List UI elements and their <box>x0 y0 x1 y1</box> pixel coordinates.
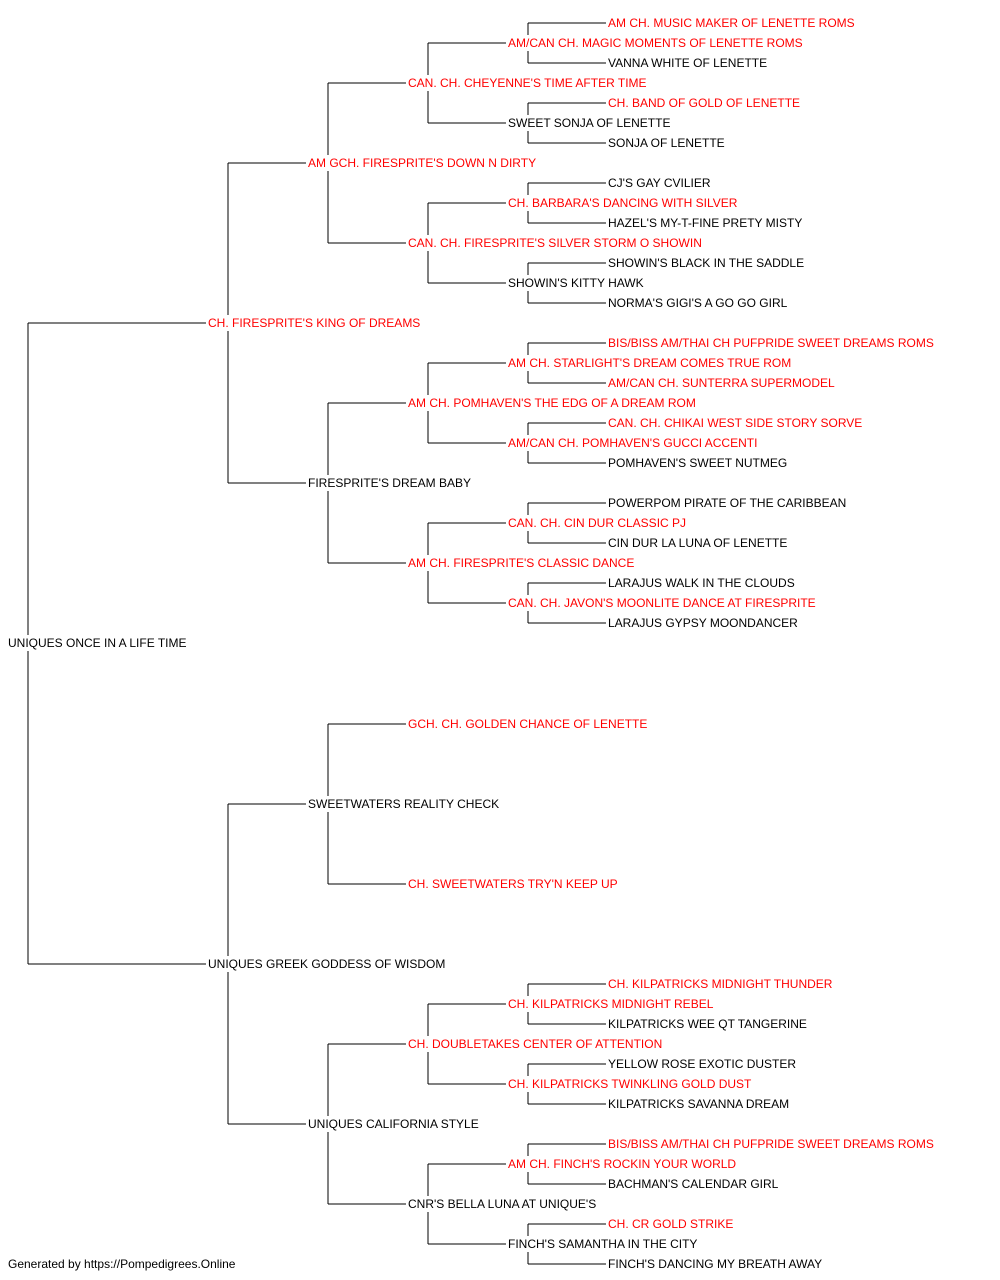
footer-credit: Generated by https://Pompedigrees.Online <box>8 1257 236 1271</box>
ancestor-name: BIS/BISS AM/THAI CH PUFPRIDE SWEET DREAM… <box>608 1137 934 1151</box>
ancestor-name: AM/CAN CH. POMHAVEN'S GUCCI ACCENTI <box>508 436 757 450</box>
ancestor-name: BACHMAN'S CALENDAR GIRL <box>608 1177 779 1191</box>
ancestor-name: CH. DOUBLETAKES CENTER OF ATTENTION <box>408 1037 662 1051</box>
ancestor-name: CAN. CH. JAVON'S MOONLITE DANCE AT FIRES… <box>508 596 816 610</box>
ancestor-name: YELLOW ROSE EXOTIC DUSTER <box>608 1057 796 1071</box>
ancestor-name: AM GCH. FIRESPRITE'S DOWN N DIRTY <box>308 156 536 170</box>
ancestor-name: CAN. CH. CHEYENNE'S TIME AFTER TIME <box>408 76 647 90</box>
ancestor-name: CH. KILPATRICKS MIDNIGHT THUNDER <box>608 977 833 991</box>
ancestor-name: FINCH'S SAMANTHA IN THE CITY <box>508 1237 697 1251</box>
ancestor-name: CH. KILPATRICKS MIDNIGHT REBEL <box>508 997 714 1011</box>
ancestor-name: SWEETWATERS REALITY CHECK <box>308 797 499 811</box>
ancestor-name: CH. SWEETWATERS TRY'N KEEP UP <box>408 877 618 891</box>
ancestor-name: LARAJUS WALK IN THE CLOUDS <box>608 576 795 590</box>
ancestor-name: AM CH. FINCH'S ROCKIN YOUR WORLD <box>508 1157 736 1171</box>
ancestor-name: AM CH. MUSIC MAKER OF LENETTE ROMS <box>608 16 855 30</box>
ancestor-name: BIS/BISS AM/THAI CH PUFPRIDE SWEET DREAM… <box>608 336 934 350</box>
ancestor-name: CH. BAND OF GOLD OF LENETTE <box>608 96 800 110</box>
ancestor-name: NORMA'S GIGI'S A GO GO GIRL <box>608 296 788 310</box>
ancestor-name: CH. BARBARA'S DANCING WITH SILVER <box>508 196 738 210</box>
ancestor-name: POWERPOM PIRATE OF THE CARIBBEAN <box>608 496 846 510</box>
ancestor-name: KILPATRICKS WEE QT TANGERINE <box>608 1017 807 1031</box>
ancestor-name: CAN. CH. FIRESPRITE'S SILVER STORM O SHO… <box>408 236 702 250</box>
ancestor-name: CAN. CH. CHIKAI WEST SIDE STORY SORVE <box>608 416 862 430</box>
subject-name: UNIQUES ONCE IN A LIFE TIME <box>8 636 186 650</box>
ancestor-name: POMHAVEN'S SWEET NUTMEG <box>608 456 787 470</box>
ancestor-name: CJ'S GAY CVILIER <box>608 176 711 190</box>
ancestor-name: UNIQUES GREEK GODDESS OF WISDOM <box>208 957 445 971</box>
ancestor-name: KILPATRICKS SAVANNA DREAM <box>608 1097 789 1111</box>
ancestor-name: CIN DUR LA LUNA OF LENETTE <box>608 536 787 550</box>
ancestor-name: AM CH. POMHAVEN'S THE EDG OF A DREAM ROM <box>408 396 696 410</box>
ancestor-name: CNR'S BELLA LUNA AT UNIQUE'S <box>408 1197 596 1211</box>
ancestor-name: CH. KILPATRICKS TWINKLING GOLD DUST <box>508 1077 752 1091</box>
ancestor-name: VANNA WHITE OF LENETTE <box>608 56 767 70</box>
ancestor-name: AM CH. FIRESPRITE'S CLASSIC DANCE <box>408 556 634 570</box>
ancestor-name: AM CH. STARLIGHT'S DREAM COMES TRUE ROM <box>508 356 791 370</box>
ancestor-name: GCH. CH. GOLDEN CHANCE OF LENETTE <box>408 717 647 731</box>
ancestor-name: AM/CAN CH. SUNTERRA SUPERMODEL <box>608 376 835 390</box>
ancestor-name: SONJA OF LENETTE <box>608 136 725 150</box>
ancestor-name: AM/CAN CH. MAGIC MOMENTS OF LENETTE ROMS <box>508 36 803 50</box>
ancestor-name: SHOWIN'S BLACK IN THE SADDLE <box>608 256 804 270</box>
ancestor-name: CAN. CH. CIN DUR CLASSIC PJ <box>508 516 686 530</box>
ancestor-name: LARAJUS GYPSY MOONDANCER <box>608 616 798 630</box>
ancestor-name: HAZEL'S MY-T-FINE PRETY MISTY <box>608 216 802 230</box>
ancestor-name: CH. FIRESPRITE'S KING OF DREAMS <box>208 316 420 330</box>
ancestor-name: FIRESPRITE'S DREAM BABY <box>308 476 471 490</box>
ancestor-name: SWEET SONJA OF LENETTE <box>508 116 670 130</box>
ancestor-name: UNIQUES CALIFORNIA STYLE <box>308 1117 479 1131</box>
ancestor-name: FINCH'S DANCING MY BREATH AWAY <box>608 1257 822 1271</box>
ancestor-name: CH. CR GOLD STRIKE <box>608 1217 733 1231</box>
ancestor-name: SHOWIN'S KITTY HAWK <box>508 276 644 290</box>
